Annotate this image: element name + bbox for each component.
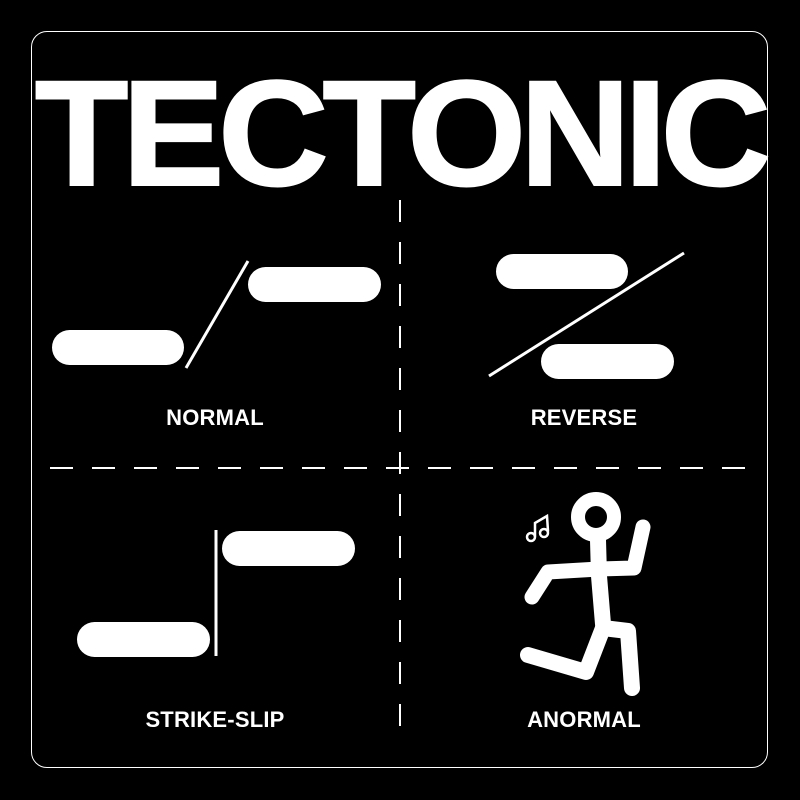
reverse-fault-icon (488, 251, 685, 379)
music-note-icon (525, 513, 550, 543)
label-anormal: ANORMAL (527, 707, 641, 732)
page-title: TECTONIC (34, 49, 772, 217)
upper-block-icon (248, 267, 381, 302)
label-strike-slip: STRIKE-SLIP (145, 707, 285, 732)
lower-block-icon (77, 622, 210, 657)
label-normal: NORMAL (166, 405, 264, 430)
label-reverse: REVERSE (530, 405, 638, 430)
dancing-stick-figure-icon (520, 492, 651, 696)
head-icon (571, 492, 621, 542)
lower-block-icon (541, 344, 674, 379)
upper-block-icon (222, 531, 355, 566)
strike-slip-fault-icon (77, 530, 355, 657)
outer-frame (31, 31, 768, 768)
fault-line-icon (488, 251, 685, 378)
fault-line-icon (184, 260, 250, 369)
lower-block-icon (52, 330, 184, 365)
normal-fault-icon (52, 260, 381, 369)
upper-block-icon (496, 254, 628, 289)
